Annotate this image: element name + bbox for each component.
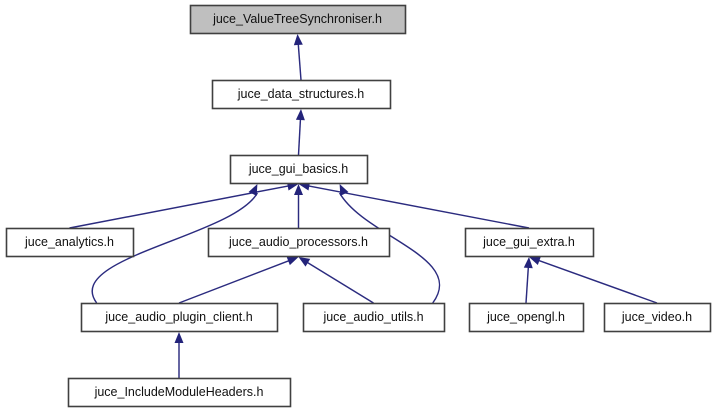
edge-data_structures-to-value_tree_synchroniser-line <box>297 43 302 81</box>
edge-opengl-to-gui_extra-arrowhead <box>523 257 533 269</box>
edge-include_module_headers-to-audio_plugin_client-arrowhead <box>174 332 184 343</box>
node-value_tree_synchroniser[interactable]: juce_ValueTreeSynchroniser.h <box>189 4 407 35</box>
node-box-audio_utils[interactable] <box>302 302 446 333</box>
edge-audio_processors-to-gui_basics-arrowhead <box>294 184 303 195</box>
node-audio_plugin_client[interactable]: juce_audio_plugin_client.h <box>80 302 279 333</box>
node-box-analytics[interactable] <box>5 227 135 258</box>
node-gui_extra[interactable]: juce_gui_extra.h <box>464 227 595 258</box>
edge-video-to-gui_extra-line <box>537 259 658 304</box>
node-box-video[interactable] <box>603 302 712 333</box>
node-box-gui_basics[interactable] <box>229 154 369 185</box>
edge-video-to-gui_extra-arrowhead <box>529 256 541 265</box>
edge-layer <box>69 34 658 378</box>
edge-audio_plugin_client-to-audio_processors-line <box>178 259 290 304</box>
edge-audio_utils-to-gui_basics-line <box>338 192 441 304</box>
node-video[interactable]: juce_video.h <box>603 302 712 333</box>
node-box-data_structures[interactable] <box>211 79 392 110</box>
node-gui_basics[interactable]: juce_gui_basics.h <box>229 154 369 185</box>
node-box-gui_extra[interactable] <box>464 227 595 258</box>
node-box-audio_plugin_client[interactable] <box>80 302 279 333</box>
edge-audio_plugin_client-to-gui_basics-line <box>91 192 259 304</box>
node-data_structures[interactable]: juce_data_structures.h <box>211 79 392 110</box>
node-opengl[interactable]: juce_opengl.h <box>468 302 585 333</box>
node-audio_utils[interactable]: juce_audio_utils.h <box>302 302 446 333</box>
edge-gui_basics-to-data_structures-line <box>297 118 302 156</box>
edge-gui_basics-to-data_structures-arrowhead <box>295 109 305 121</box>
edge-opengl-to-gui_extra-line <box>525 266 530 304</box>
edge-audio_utils-to-gui_basics-arrowhead <box>339 184 349 196</box>
node-analytics[interactable]: juce_analytics.h <box>5 227 135 258</box>
node-box-include_module_headers[interactable] <box>67 377 292 408</box>
node-box-audio_processors[interactable] <box>207 227 391 258</box>
edge-audio_utils-to-audio_processors-arrowhead <box>298 257 311 267</box>
edge-audio_plugin_client-to-gui_basics-arrowhead <box>248 184 258 196</box>
edge-audio_plugin_client-to-audio_processors-arrowhead <box>286 256 299 266</box>
node-box-value_tree_synchroniser[interactable] <box>189 4 407 35</box>
node-layer: juce_ValueTreeSynchroniser.h juce_data_st… <box>5 4 712 408</box>
edge-audio_utils-to-audio_processors-line <box>306 261 374 304</box>
node-audio_processors[interactable]: juce_audio_processors.h <box>207 227 391 258</box>
node-include_module_headers[interactable]: juce_IncludeModuleHeaders.h <box>67 377 292 408</box>
edge-data_structures-to-value_tree_synchroniser-arrowhead <box>293 34 303 46</box>
node-box-opengl[interactable] <box>468 302 585 333</box>
